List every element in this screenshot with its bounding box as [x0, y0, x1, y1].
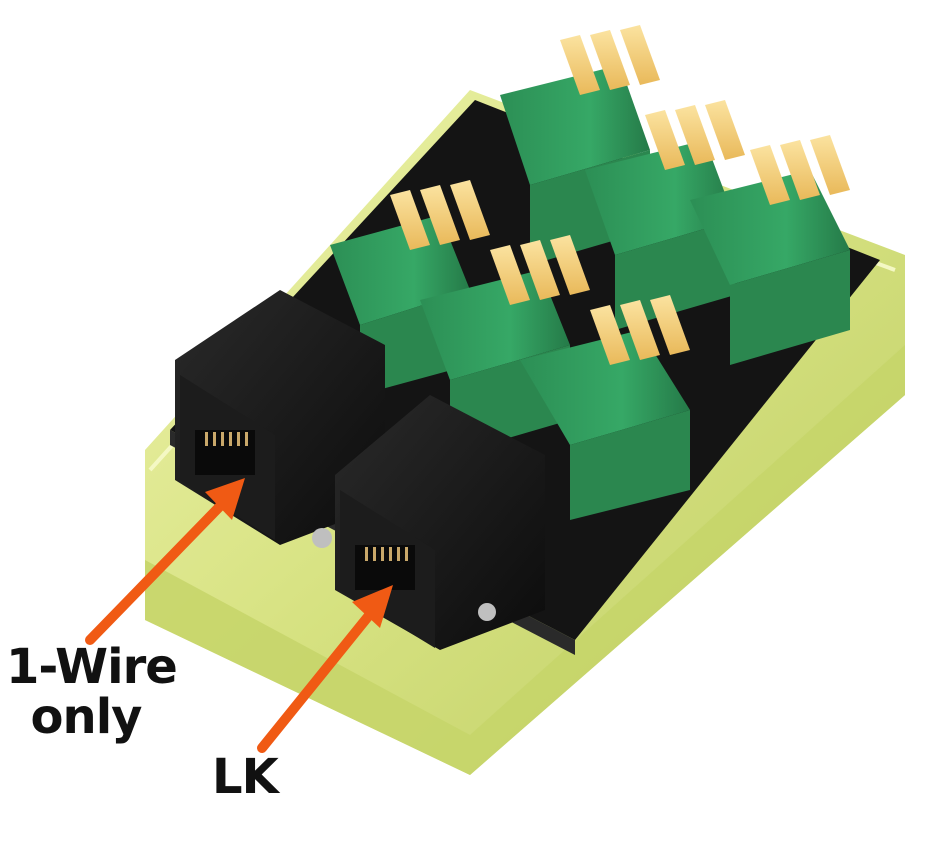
- screw-icon: [312, 528, 332, 548]
- terminal-block-back-right: [690, 135, 850, 365]
- arrow-lk: [257, 585, 393, 753]
- callout-onewire-line2: only: [30, 689, 143, 746]
- callout-onewire-line1: 1-Wire: [6, 639, 178, 695]
- rj-jack-onewire: [175, 290, 385, 545]
- terminal-block-back-mid: [585, 100, 745, 330]
- screw-icon: [478, 603, 496, 621]
- callout-lk: LK: [212, 749, 279, 805]
- terminal-block-front-right: [520, 295, 690, 520]
- arrow-onewire: [85, 478, 245, 645]
- rj-jack-lk: [335, 395, 545, 650]
- callout-onewire: 1-Wire only: [6, 639, 178, 746]
